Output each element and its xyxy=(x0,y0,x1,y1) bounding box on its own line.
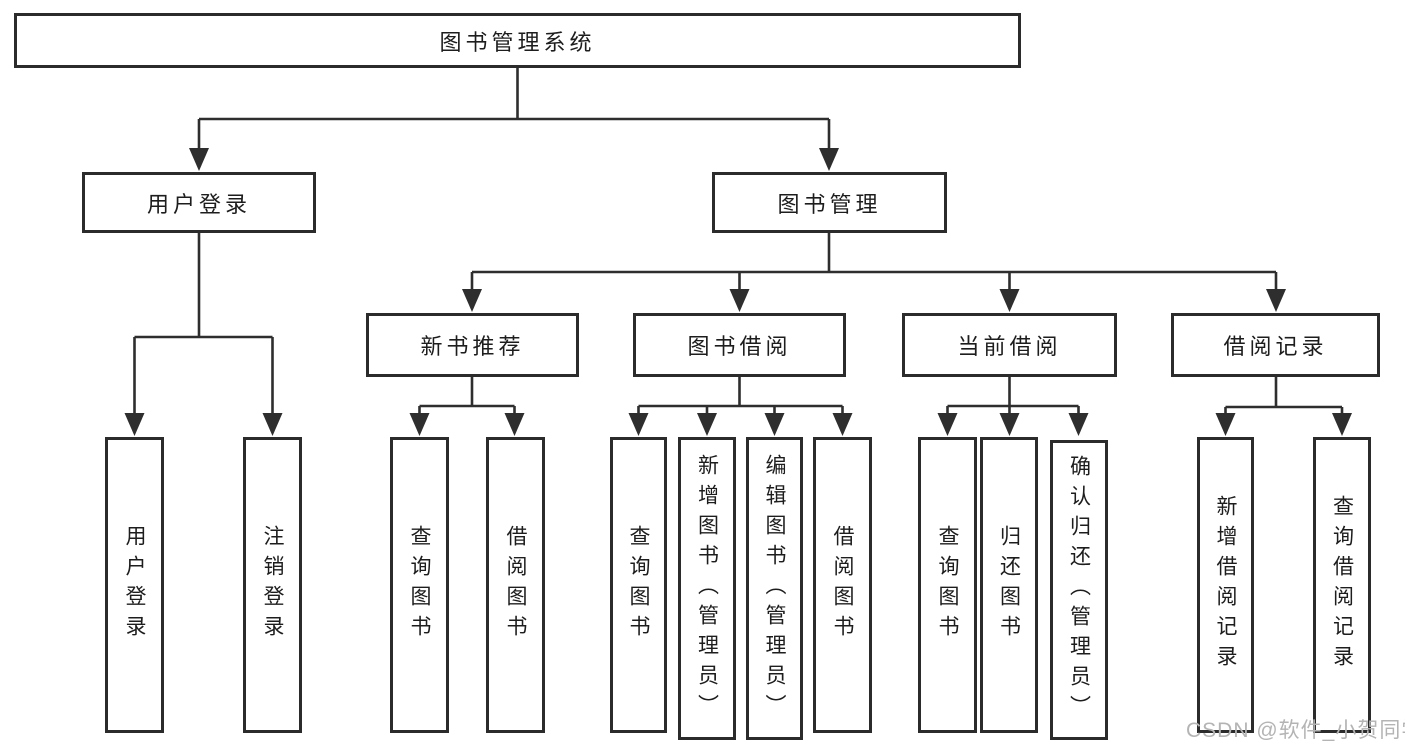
leaf-query-book-3: 查询图书 xyxy=(918,437,977,733)
leaf-confirm-return-admin: 确认归还（管理员） xyxy=(1050,440,1108,740)
arrowhead xyxy=(764,413,785,436)
leaf-logout: 注销登录 xyxy=(243,437,302,733)
node-user-login: 用户登录 xyxy=(82,172,316,233)
leaf-add-borrow-record: 新增借阅记录 xyxy=(1197,437,1254,733)
arrowhead xyxy=(1215,413,1236,436)
arrowhead xyxy=(1068,413,1089,436)
node-book-borrow: 图书借阅 xyxy=(633,313,846,377)
arrowhead xyxy=(124,413,145,436)
node-root: 图书管理系统 xyxy=(14,13,1021,68)
arrowhead xyxy=(937,413,958,436)
leaf-borrow-book-1: 借阅图书 xyxy=(486,437,545,733)
leaf-user-login: 用户登录 xyxy=(105,437,164,733)
arrowhead xyxy=(409,413,430,436)
leaf-query-book-2: 查询图书 xyxy=(610,437,667,733)
arrowhead xyxy=(819,148,839,171)
arrowhead xyxy=(697,413,717,436)
connector-currentborrow-children xyxy=(946,377,1080,415)
arrowhead xyxy=(462,289,482,312)
leaf-return-book: 归还图书 xyxy=(980,437,1038,733)
node-book-management: 图书管理 xyxy=(712,172,947,233)
node-new-book-recommend: 新书推荐 xyxy=(366,313,579,377)
arrowhead xyxy=(729,289,750,312)
connector-bookmgmt-to-level3 xyxy=(470,233,1278,291)
arrowhead xyxy=(832,413,853,436)
arrowhead xyxy=(1332,413,1352,436)
node-borrow-record: 借阅记录 xyxy=(1171,313,1380,377)
arrowhead xyxy=(999,289,1020,312)
arrowhead xyxy=(1266,289,1286,312)
leaf-borrow-book-2: 借阅图书 xyxy=(813,437,872,733)
arrowhead xyxy=(189,148,209,171)
arrowheads xyxy=(124,148,1352,436)
connector-borrowrecord-children xyxy=(1224,377,1344,415)
arrowhead xyxy=(628,413,649,436)
leaf-edit-book-admin: 编辑图书（管理员） xyxy=(746,437,803,740)
node-current-borrow: 当前借阅 xyxy=(902,313,1117,377)
leaf-add-book-admin: 新增图书（管理员） xyxy=(678,437,736,740)
connector-root-to-level2 xyxy=(197,68,831,150)
arrowhead xyxy=(504,413,525,436)
connector-bookborrow-children xyxy=(637,377,844,415)
connector-newbook-children xyxy=(418,377,516,415)
connector-userlogin-children xyxy=(133,233,274,415)
arrowhead xyxy=(262,413,283,436)
watermark: CSDN @软件_小贺同学 xyxy=(1186,719,1405,742)
leaf-query-book-1: 查询图书 xyxy=(390,437,449,733)
leaf-query-borrow-record: 查询借阅记录 xyxy=(1313,437,1371,733)
arrowhead xyxy=(999,413,1020,436)
